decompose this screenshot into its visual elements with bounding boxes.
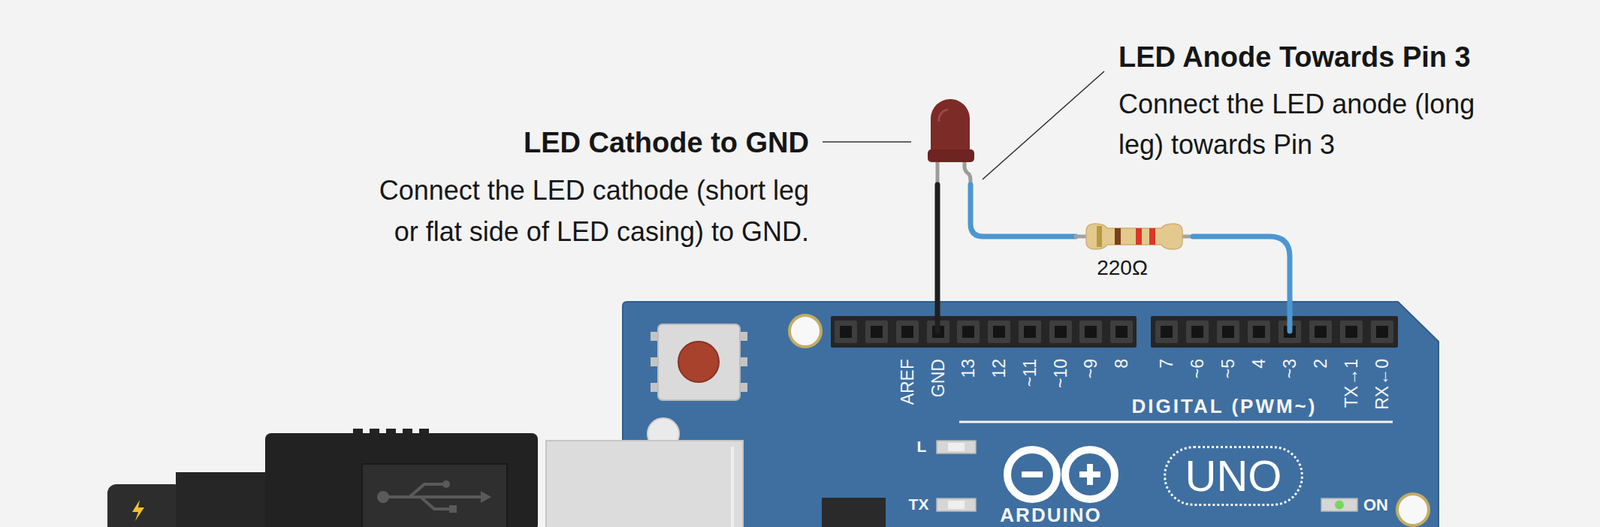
led-label: TX [908,495,930,514]
led-label: L [917,437,927,456]
header-socket [1110,320,1133,344]
usb-port-edge [730,446,734,527]
logo-loop [1007,449,1057,500]
header-socket [1370,320,1394,344]
callout-title: LED Cathode to GND [523,125,810,160]
callout-title: LED Anode Towards Pin 3 [1118,39,1471,75]
resistor-band [1135,228,1142,245]
pin-label: 7 [1157,359,1175,369]
pin-header [830,316,1137,348]
pin-label: RX←0 [1373,359,1392,411]
header-socket [1018,320,1042,344]
signal-wire [1192,236,1290,332]
resistor-value: 220Ω [1096,255,1148,281]
usb-plug-face [362,464,508,527]
logo-loop [1065,449,1115,500]
pin-label: 13 [960,359,978,379]
header-socket [865,320,888,344]
signal-wire [970,184,1076,237]
usb-symbol [449,505,457,514]
pin-label: ~10 [1051,359,1069,389]
led-flange [927,149,975,163]
lightning-icon [132,500,145,522]
leader-line [982,71,1105,180]
pin-header [1150,316,1398,348]
reset-button-cap [678,341,719,383]
header-socket [956,320,980,344]
pin-label: ~9 [1082,359,1100,379]
pin-label: ~11 [1020,359,1039,387]
logo-plus [1086,464,1093,486]
smd-led [936,498,976,512]
header-socket [1079,320,1102,344]
mounting-hole [789,315,822,348]
arduino-board: AREF GND 13 12 ~11 ~10 ~9 8 7 ~6 ~5 4 ~3 2 TX→1 RX←0DIG… [622,301,1439,527]
pin-label: 4 [1249,359,1268,369]
pin-label: TX→1 [1343,359,1361,408]
board-outline [622,301,1439,527]
callout-text: Connect the LED anode (long leg) towards… [1118,84,1502,166]
header-socket [896,320,919,344]
header-socket [1247,320,1271,344]
resistor-symbol [1086,223,1183,250]
leader-line [822,141,912,143]
usb-plug [107,484,183,527]
power-led [1321,498,1358,512]
pin-label: ~3 [1280,359,1299,379]
header-socket [1340,320,1363,344]
header-socket [1049,320,1072,344]
resistor-band [1149,228,1156,245]
smd-led-lens [947,443,965,452]
uno-badge: UNO [1163,446,1305,507]
model-name: UNO [1185,454,1283,499]
usb-plug [265,433,538,527]
pin-label: ~6 [1188,359,1206,379]
header-socket [1155,320,1178,344]
chip [821,498,886,527]
usb-symbol [442,480,450,489]
usb-port [546,440,743,527]
resistor-band [1096,226,1102,248]
gnd-wire [935,184,941,332]
brand-name: ARDUINO [999,504,1102,526]
pin-label: 8 [1113,359,1131,369]
usb-symbol [383,484,481,510]
usb-symbol [480,491,492,504]
led-label: ON [1363,495,1389,516]
led-body [930,99,970,155]
resistor-band [1114,228,1121,245]
header-socket [1216,320,1240,344]
silkscreen-line [959,421,1393,424]
callout-text: Connect the LED cathode (short leg or fl… [364,169,810,253]
usb-plug [175,472,270,527]
header-socket [1309,320,1332,344]
led-highlight [938,109,948,122]
pin-label: 12 [990,359,1009,379]
pin-label: 2 [1312,359,1330,369]
power-led-light [1334,501,1344,511]
pin-label: AREF [898,359,916,405]
header-socket [1186,320,1209,344]
pin-label: GND [929,359,947,398]
pin-label: ~5 [1219,359,1237,379]
header-title: DIGITAL (PWM~) [1132,395,1318,418]
usb-symbol [377,491,390,504]
header-socket [834,320,858,344]
smd-led [936,440,976,454]
mounting-hole [1397,494,1429,526]
header-socket [987,320,1011,344]
smd-led-lens [947,501,965,510]
reset-button [658,324,740,401]
logo-minus [1021,471,1043,478]
